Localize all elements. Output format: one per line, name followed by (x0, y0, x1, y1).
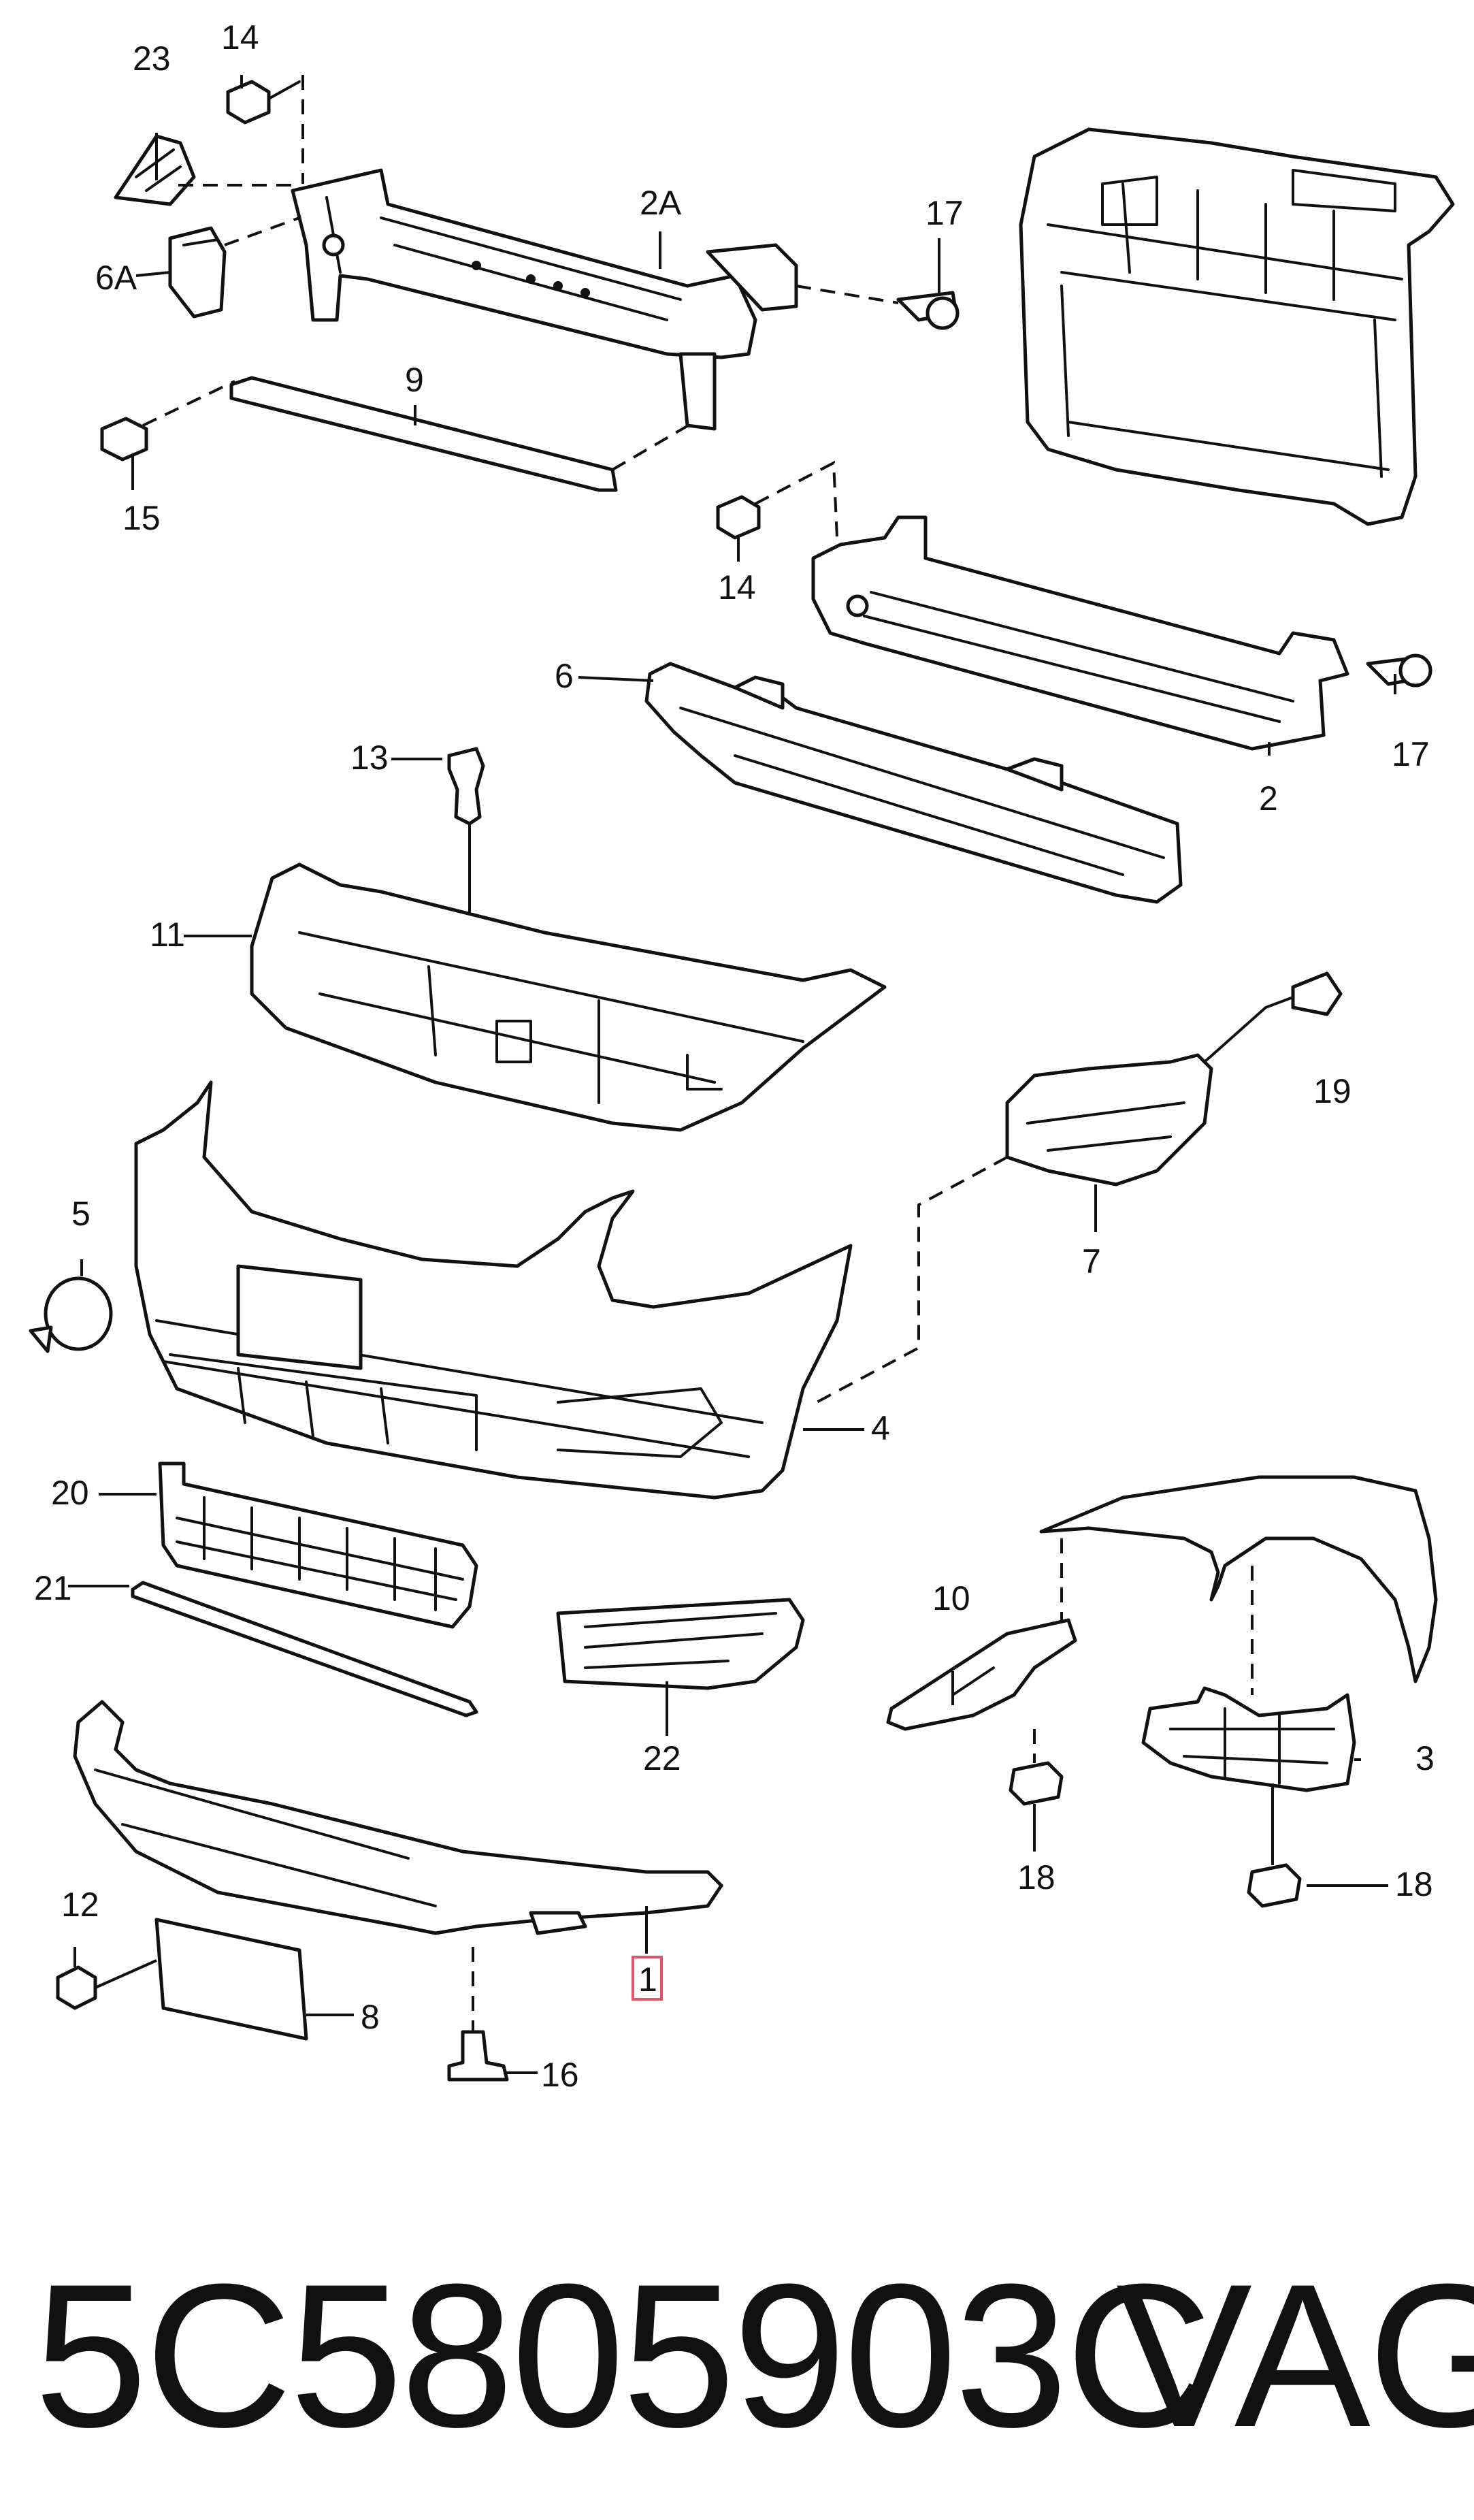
leader-14-mid-dashed (755, 460, 838, 538)
leader-lines (68, 75, 1396, 2074)
callout-4: 4 (871, 1409, 890, 1447)
part-19-bolt (1264, 971, 1343, 1016)
leader-7-dashed (816, 1156, 1008, 1404)
callout-5: 5 (71, 1195, 91, 1233)
part-18-nut-left (1009, 1761, 1064, 1806)
callout-3: 3 (1415, 1739, 1435, 1777)
brand-name: VAG (1116, 2241, 1474, 2470)
part-6-absorber (644, 662, 1183, 904)
part-5-cap (29, 1276, 113, 1353)
fender (1039, 1475, 1438, 1683)
part-11-grille-carrier (250, 862, 887, 1132)
part-12-bolt (56, 1965, 97, 2010)
callout-22: 22 (643, 1739, 681, 1777)
part-14-bolt-mid (716, 495, 761, 540)
callout-labels: 23 14 6A 2A 17 9 15 14 6 17 2 13 11 19 7… (34, 18, 1435, 2094)
callout-20: 20 (51, 1474, 89, 1512)
callout-11: 11 (150, 916, 185, 954)
part-13-clip (447, 747, 485, 826)
callout-21: 21 (34, 1569, 72, 1607)
part-6A-bracket (168, 226, 227, 319)
part-7-bracket (1005, 1053, 1213, 1186)
part-10-bracket (886, 1618, 1077, 1731)
part-3-bracket (1141, 1686, 1356, 1792)
callout-10: 10 (932, 1579, 970, 1617)
callout-17-top: 17 (926, 194, 964, 232)
part-14-bolt-top (226, 80, 301, 125)
leader-15-dashed (142, 380, 235, 427)
leader-19 (1203, 1006, 1267, 1063)
callout-6A: 6A (95, 259, 137, 297)
part-17-bolt-mid (1366, 653, 1432, 688)
part-23-bracket (114, 134, 196, 206)
callout-14-mid: 14 (718, 568, 756, 607)
leader-9-dashed (611, 421, 695, 471)
callout-9: 9 (405, 361, 424, 399)
part-number: 5C5805903C (34, 2241, 1213, 2470)
callout-16: 16 (541, 2056, 579, 2094)
part-2A-crossmember (291, 168, 798, 431)
callout-18-left: 18 (1017, 1858, 1055, 1896)
part-16-pin (447, 2030, 509, 2082)
callout-17-mid: 17 (1392, 735, 1430, 773)
part-9-bar (229, 376, 618, 492)
leader-6A-dashed (224, 216, 300, 246)
callout-1-highlight (632, 1956, 663, 2001)
callout-2A: 2A (640, 184, 682, 222)
callout-23: 23 (133, 39, 171, 78)
callout-2: 2 (1259, 779, 1278, 818)
part-15-bolt (100, 417, 148, 462)
callout-13: 13 (350, 739, 389, 777)
part-18-nut-right (1247, 1863, 1302, 1908)
part-20-lower-grille (158, 1461, 478, 1629)
callout-12: 12 (61, 1886, 99, 1924)
part-8-plate (154, 1918, 308, 2041)
callout-18-right: 18 (1395, 1865, 1433, 1903)
callout-19: 19 (1313, 1072, 1352, 1110)
callout-7: 7 (1082, 1242, 1101, 1280)
callout-1: 1 (638, 1960, 657, 1999)
part-21-strip (131, 1581, 478, 1717)
leader-17-dashed (796, 285, 899, 304)
callout-15: 15 (122, 499, 161, 537)
part-1-spoiler (73, 1700, 723, 1935)
callout-14-top: 14 (221, 18, 259, 56)
callout-8: 8 (361, 1998, 380, 2036)
callout-6: 6 (555, 657, 574, 695)
part-22-fog-trim (556, 1598, 805, 1690)
part-2-crossmember (811, 515, 1349, 751)
part-17-bolt-top (896, 291, 960, 330)
part-4-bumper-cover (134, 1080, 853, 1500)
radiator-support-frame (1019, 127, 1455, 526)
